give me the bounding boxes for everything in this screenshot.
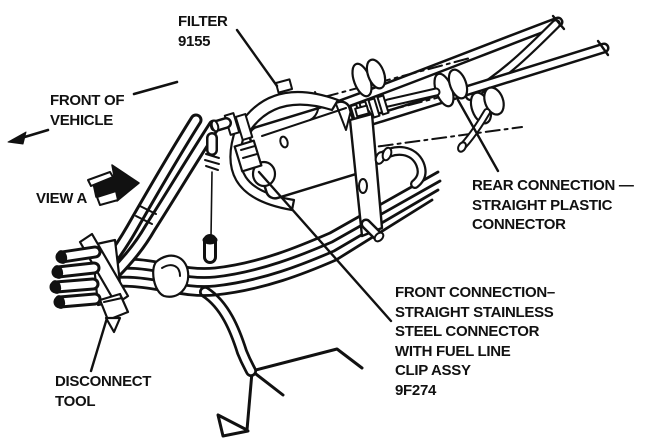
front-of-vehicle-line1: FRONT OF xyxy=(50,92,125,109)
frame-lines xyxy=(216,347,364,438)
rear-connection-leader xyxy=(456,98,500,173)
front-of-vehicle-line2: VEHICLE xyxy=(50,111,113,129)
front-connection-label: FRONT CONNECTION– STRAIGHT STAINLESS STE… xyxy=(395,283,555,400)
front-connection-line3: STEEL CONNECTOR xyxy=(395,323,540,340)
filter-label: FILTER 9155 xyxy=(178,12,228,51)
rear-connectors xyxy=(351,58,505,153)
rear-connection-line1: REAR CONNECTION — xyxy=(472,177,634,194)
filter-label-line1: FILTER xyxy=(178,13,228,30)
quick-connect-ends xyxy=(49,232,190,334)
rear-connection-line2: STRAIGHT PLASTIC xyxy=(472,196,613,214)
front-of-vehicle-arrow xyxy=(7,80,179,145)
rear-connection-line3: CONNECTOR xyxy=(472,216,566,233)
front-of-vehicle-label: FRONT OF VEHICLE xyxy=(50,91,125,130)
rear-connection-label: REAR CONNECTION — STRAIGHT PLASTIC CONNE… xyxy=(472,176,634,235)
filter-label-line2: 9155 xyxy=(178,32,211,50)
disconnect-tool-line2: TOOL xyxy=(55,392,96,410)
front-connection-line5: CLIP ASSY xyxy=(395,362,471,379)
view-a-text: VIEW A xyxy=(36,190,87,207)
disconnect-tool-line1: DISCONNECT xyxy=(55,373,152,390)
down-pipe xyxy=(199,286,257,377)
front-connection-line2: STRAIGHT STAINLESS xyxy=(395,303,554,321)
leader-lines xyxy=(89,28,500,373)
view-a-arrow xyxy=(87,164,140,206)
filter-leader xyxy=(235,28,279,88)
disconnect-tool-label: DISCONNECT TOOL xyxy=(55,372,151,411)
front-connection-line1: FRONT CONNECTION– xyxy=(395,284,555,301)
fuel-line-bundle xyxy=(92,170,442,297)
front-connection-leader xyxy=(257,170,393,323)
disconnect-tool-leader xyxy=(89,316,109,373)
front-connection-line4: WITH FUEL LINE xyxy=(395,342,511,360)
view-a-label: VIEW A xyxy=(36,189,87,209)
filter-assembly xyxy=(202,78,441,264)
front-connection-line6: 9F274 xyxy=(395,381,437,399)
